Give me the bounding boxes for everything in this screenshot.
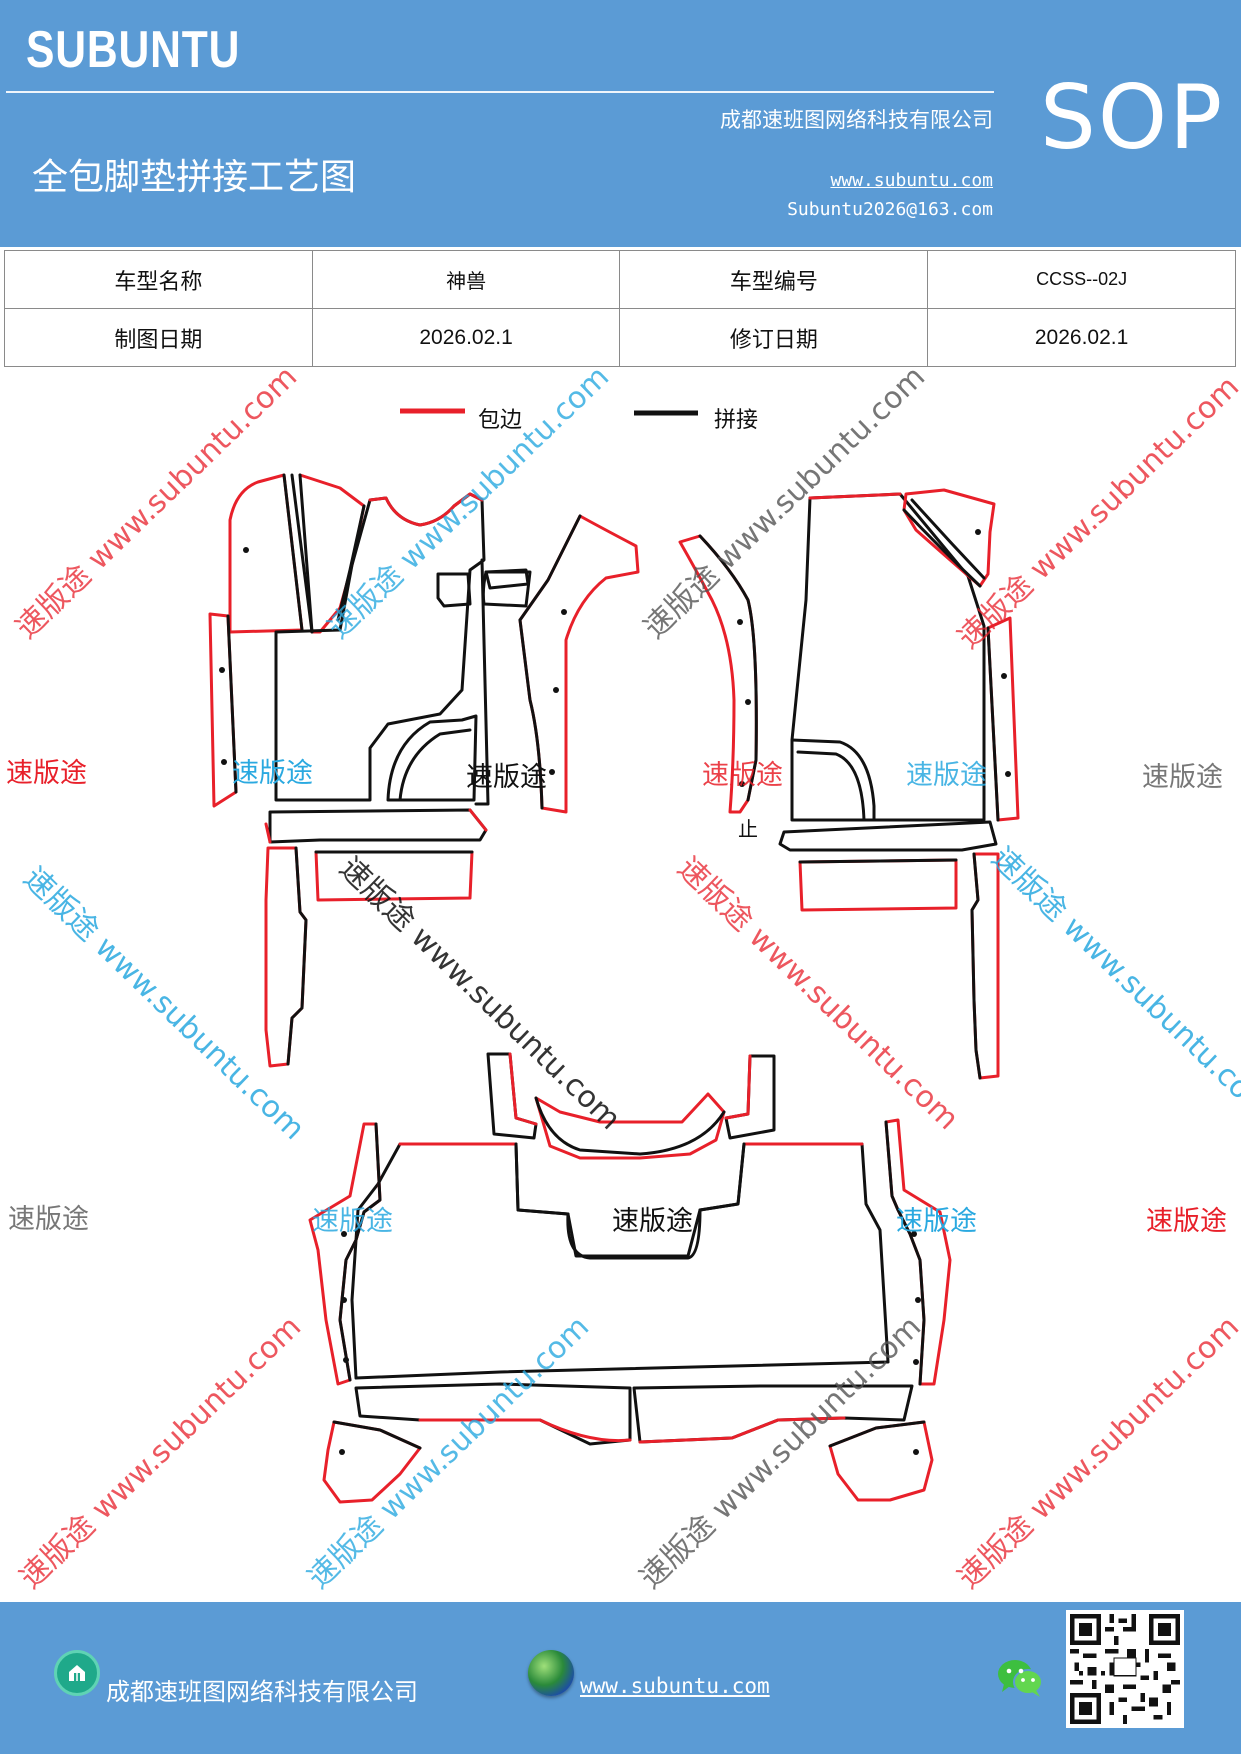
globe-icon (528, 1650, 574, 1696)
watermark-line: 速版途 www.subuntu.com (951, 1309, 1241, 1595)
mat-piece (534, 1092, 726, 1160)
mat-piece (264, 846, 308, 1068)
revise-date-label: 修订日期 (619, 308, 929, 367)
watermark-line: 速版途 www.subuntu.com (633, 1309, 928, 1595)
watermark-brand: 速版途 (6, 758, 87, 789)
front-left-mat-group (208, 473, 640, 1068)
watermark-brand-layer: 速版途 速版途 速版途 速版途 速版途 速版途 速版途 速版途 速版途 速版途 … (6, 758, 1227, 1237)
revise-date-value: 2026.02.1 (927, 308, 1236, 367)
legend-join-label: 拼接 (714, 408, 758, 433)
mat-piece (386, 714, 478, 802)
header-divider (6, 91, 994, 93)
mat-piece (354, 1382, 632, 1446)
front-right-mat-group: 止 (678, 488, 1020, 1080)
watermark-brand: 速版途 (466, 762, 547, 793)
model-code-value: CCSS--02J (927, 250, 1236, 309)
watermark-layer: 速版途 www.subuntu.com 速版途 www.subuntu.com … (9, 370, 1241, 1596)
model-code-label: 车型编号 (619, 250, 929, 309)
footer-website-link[interactable]: www.subuntu.com (580, 1674, 770, 1698)
draw-date-label: 制图日期 (4, 308, 313, 367)
watermark-line: 速版途 www.subuntu.com (13, 1309, 308, 1595)
model-info-table: 车型名称 神兽 车型编号 CCSS--02J 制图日期 2026.02.1 修订… (4, 250, 1236, 367)
rear-floor-mat-group (308, 1052, 952, 1504)
mat-piece (778, 820, 998, 852)
mat-piece (350, 1142, 890, 1380)
brand-logo: SUBUNTU (26, 21, 241, 79)
watermark-brand: 速版途 (8, 1204, 89, 1235)
watermark-brand: 速版途 (906, 760, 987, 791)
mat-piece (632, 1384, 914, 1444)
watermark-brand: 速版途 (1142, 762, 1223, 793)
mat-splice-diagram: 包边 拼接 (6, 370, 1241, 1596)
watermark-brand: 速版途 (612, 1206, 693, 1237)
qr-code[interactable] (1066, 1610, 1184, 1728)
table-row: 制图日期 2026.02.1 修订日期 2026.02.1 (4, 308, 1236, 367)
watermark-brand: 速版途 (232, 758, 313, 789)
table-row: 车型名称 神兽 车型编号 CCSS--02J (4, 250, 1236, 309)
model-name-label: 车型名称 (4, 250, 313, 309)
mat-piece (436, 572, 472, 608)
website-link[interactable]: www.subuntu.com (830, 170, 993, 191)
mat-piece (828, 1420, 934, 1502)
model-name-value: 神兽 (311, 250, 621, 309)
mat-piece (798, 858, 958, 912)
stop-mark: 止 (738, 817, 758, 841)
page-footer: 成都速班图网络科技有限公司 www.subuntu.com (0, 1602, 1241, 1754)
watermark-line: 速版途 www.subuntu.com (9, 370, 304, 646)
draw-date-value: 2026.02.1 (311, 308, 621, 367)
email-address: Subuntu2026@163.com (787, 199, 993, 220)
sop-badge: SOP (1040, 66, 1225, 169)
watermark-line: 速版途 www.subuntu.com (670, 851, 965, 1137)
mat-piece (268, 808, 488, 844)
watermark-brand: 速版途 (702, 760, 783, 791)
watermark-brand: 速版途 (1146, 1206, 1227, 1237)
legend-edge-label: 包边 (478, 408, 522, 433)
home-icon (54, 1650, 100, 1696)
watermark-line: 速版途 www.subuntu.com (951, 370, 1241, 656)
page-title: 全包脚垫拼接工艺图 (32, 157, 357, 198)
page-header: SUBUNTU 成都速班图网络科技有限公司 全包脚垫拼接工艺图 www.subu… (0, 0, 1241, 247)
mat-piece (228, 473, 304, 634)
watermark-brand: 速版途 (312, 1206, 393, 1237)
watermark-line: 速版途 www.subuntu.com (984, 841, 1241, 1127)
company-name: 成都速班图网络科技有限公司 (720, 108, 993, 132)
footer-company: 成都速班图网络科技有限公司 (106, 1678, 418, 1706)
watermark-line: 速版途 www.subuntu.com (332, 851, 627, 1137)
watermark-brand: 速版途 (896, 1206, 977, 1237)
mat-piece (790, 492, 986, 822)
wechat-icon[interactable] (996, 1656, 1044, 1700)
